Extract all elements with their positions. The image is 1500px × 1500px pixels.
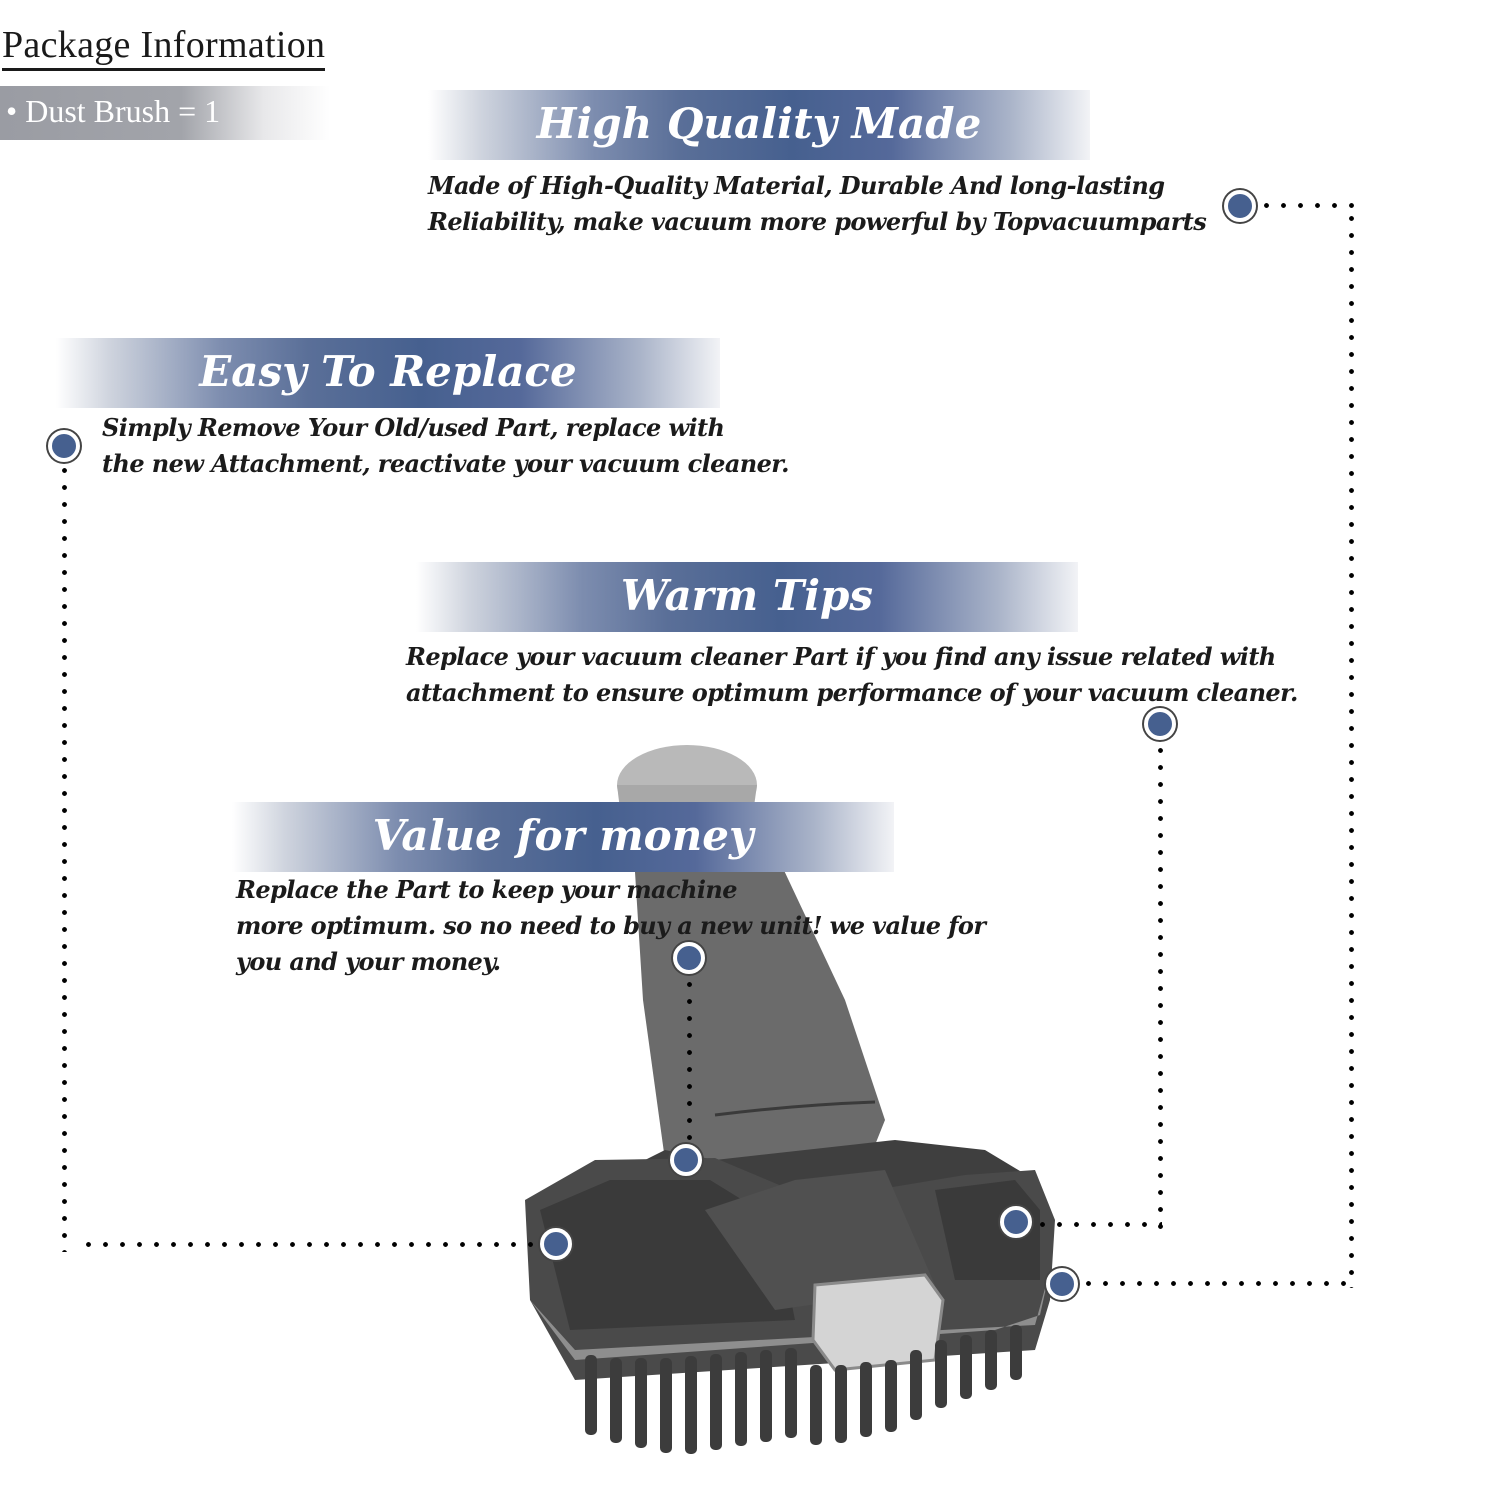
feature-desc-easy-replace-line2: the new Attachment, reactivate your vacu… xyxy=(102,449,790,478)
connector-line-high-quality-bottom xyxy=(1080,1281,1352,1286)
package-information-heading: Package Information xyxy=(2,22,326,71)
marker-product-right-lower xyxy=(1046,1268,1078,1300)
feature-banner-easy-replace: Easy To Replace xyxy=(56,338,720,408)
marker-value-money xyxy=(673,942,705,974)
feature-desc-value-money-line2: more optimum. so no need to buy a new un… xyxy=(236,911,986,940)
connector-line-easy-replace-bottom xyxy=(80,1242,540,1247)
feature-desc-warm-tips-line2: attachment to ensure optimum performance… xyxy=(406,678,1298,707)
feature-banner-high-quality: High Quality Made xyxy=(428,90,1090,160)
marker-warm-tips xyxy=(1144,708,1176,740)
feature-desc-value-money-line1: Replace the Part to keep your machine xyxy=(236,875,738,904)
feature-banner-warm-tips: Warm Tips xyxy=(416,562,1078,632)
marker-high-quality xyxy=(1224,190,1256,222)
marker-product-right-upper xyxy=(1000,1206,1032,1238)
connector-line-warm-tips-right xyxy=(1158,742,1163,1230)
connector-line-high-quality-top xyxy=(1258,203,1354,208)
feature-banner-value-money: Value for money xyxy=(232,802,894,872)
feature-desc-easy-replace-line1: Simply Remove Your Old/used Part, replac… xyxy=(102,413,725,442)
vacuum-brush-icon xyxy=(525,745,1055,1454)
connector-line-high-quality-right xyxy=(1349,210,1354,1288)
package-item-dust-brush: • Dust Brush = 1 xyxy=(0,86,330,140)
marker-easy-replace xyxy=(48,430,80,462)
feature-desc-high-quality-line1: Made of High-Quality Material, Durable A… xyxy=(428,171,1165,200)
marker-product-neck xyxy=(670,1144,702,1176)
marker-product-left xyxy=(540,1228,572,1260)
feature-desc-warm-tips-line1: Replace your vacuum cleaner Part if you … xyxy=(406,642,1276,671)
connector-line-warm-tips-bottom xyxy=(1034,1222,1162,1227)
connector-line-value-money xyxy=(687,976,692,1144)
feature-desc-high-quality-line2: Reliability, make vacuum more powerful b… xyxy=(428,207,1207,236)
feature-desc-value-money-line3: you and your money. xyxy=(236,947,501,976)
connector-line-easy-replace-left xyxy=(62,462,67,1252)
